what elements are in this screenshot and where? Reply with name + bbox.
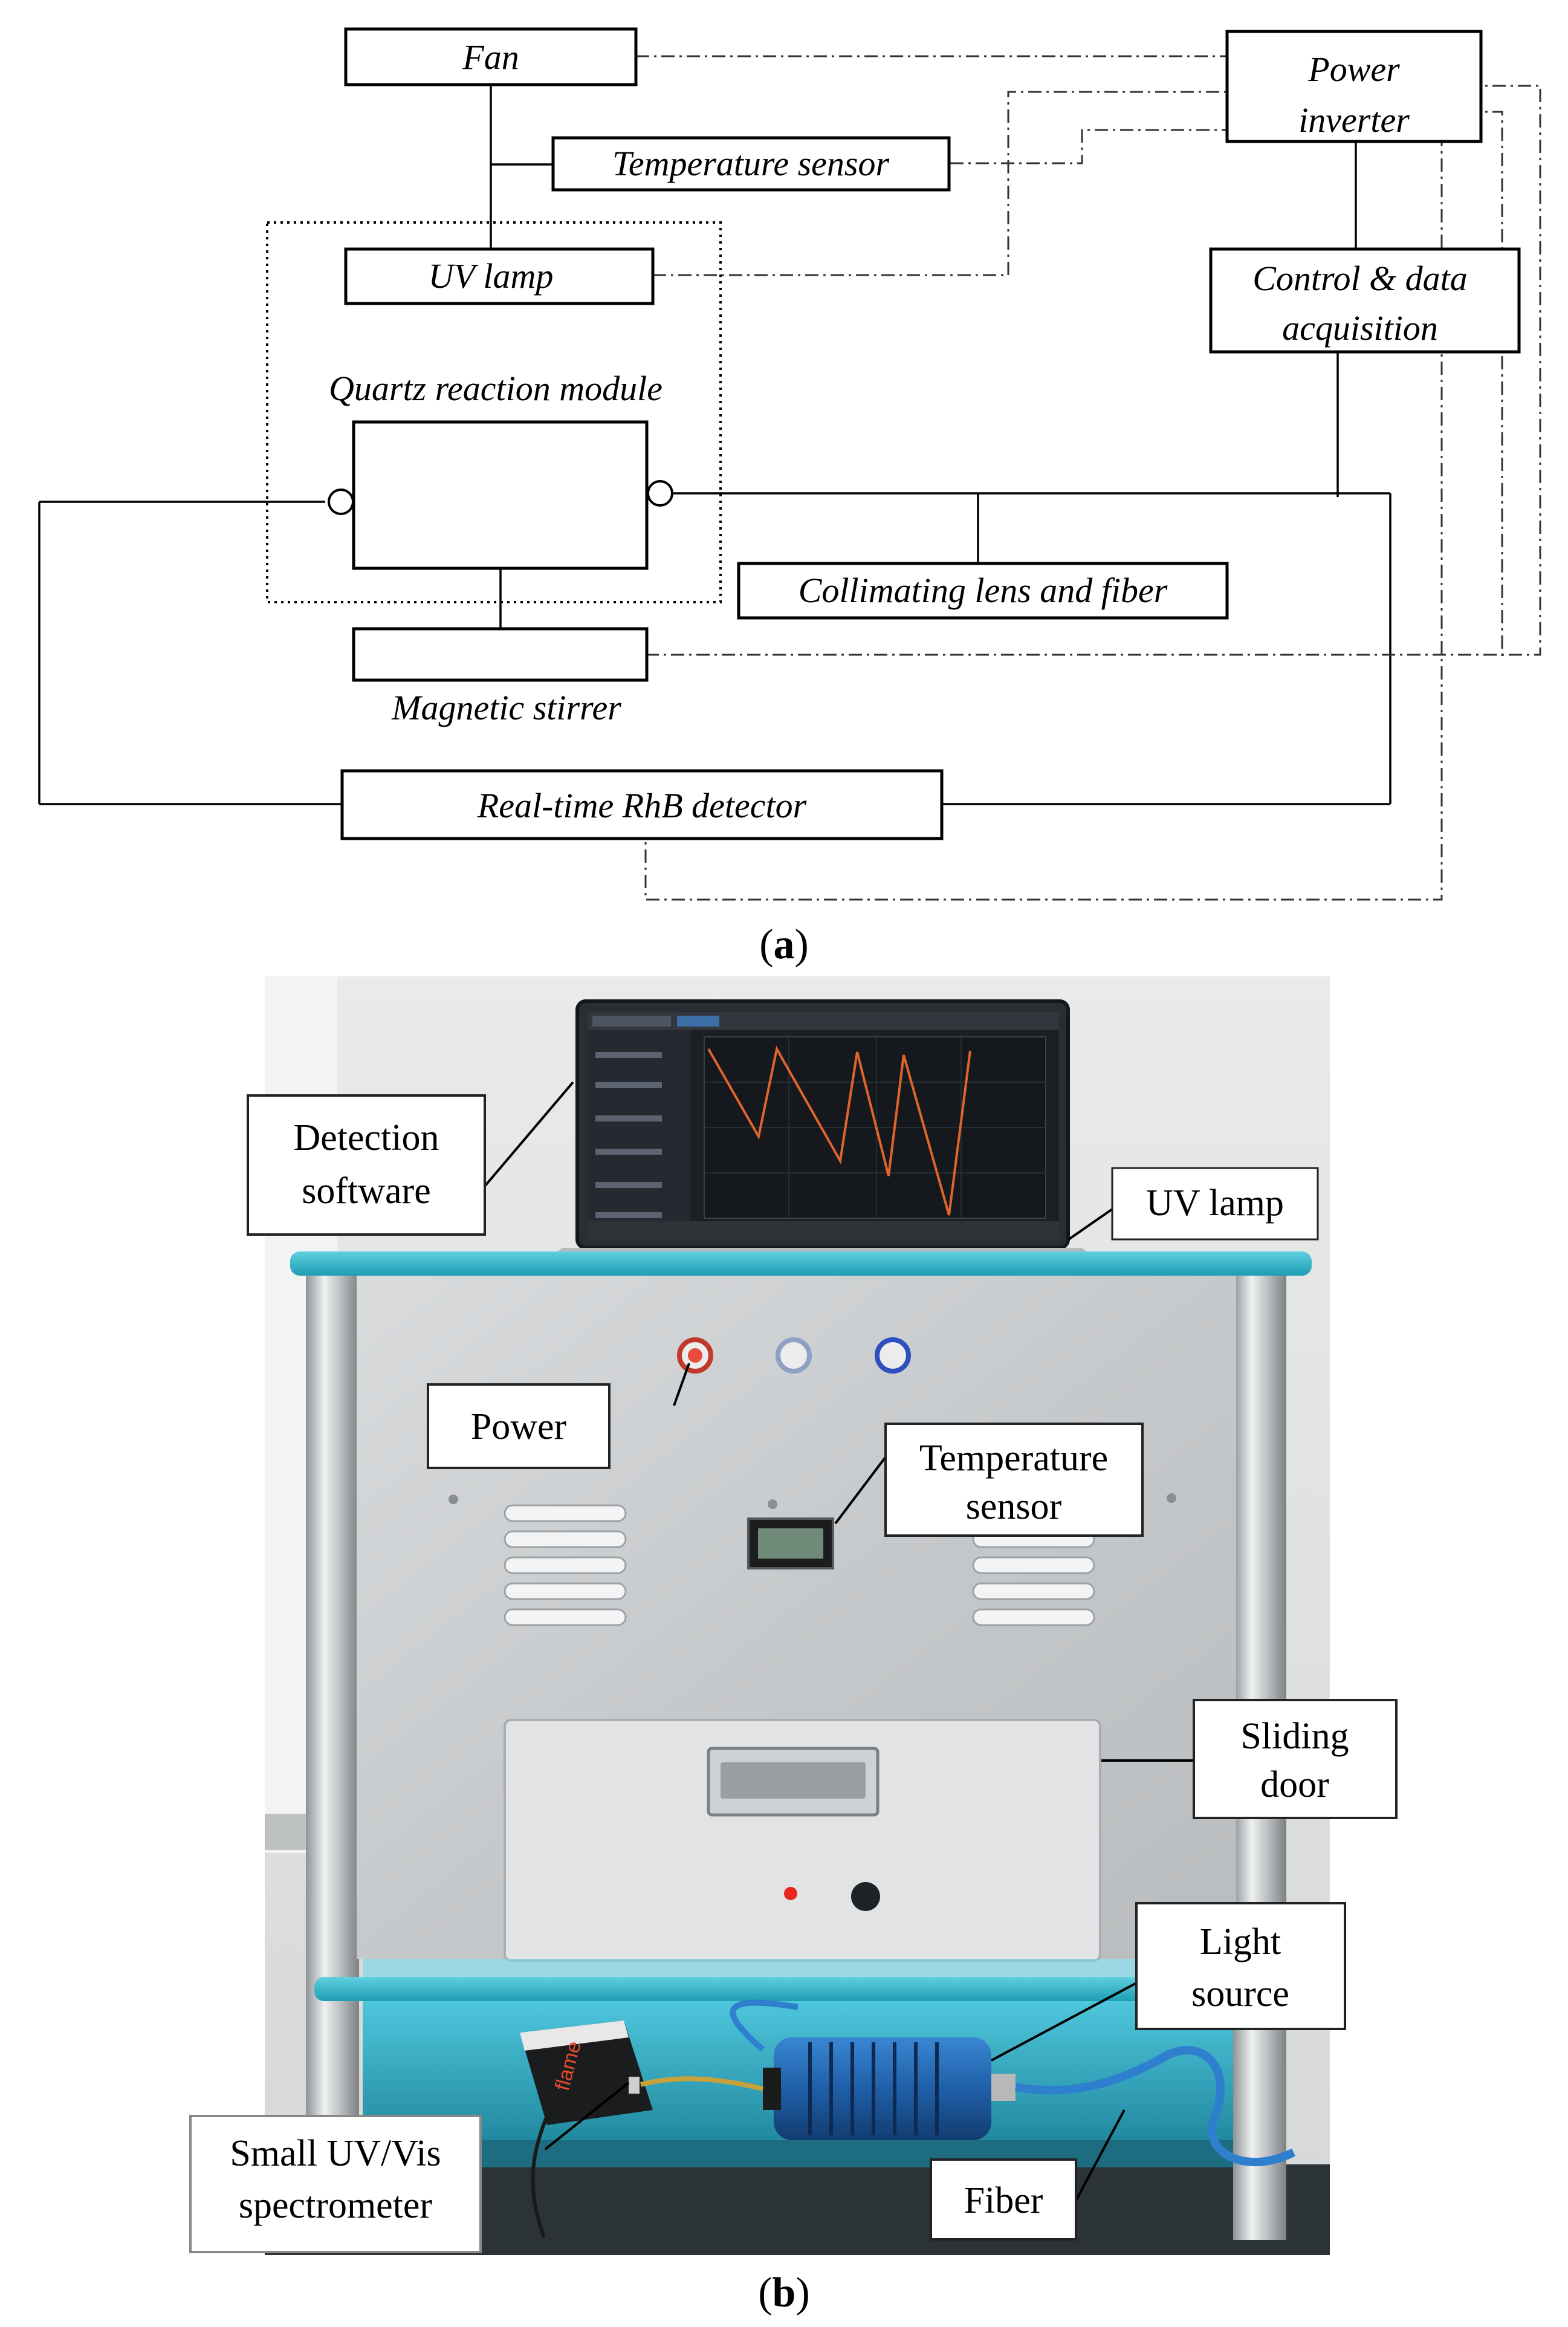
uv-lamp-label: UV lamp xyxy=(429,256,554,296)
svg-text:Power: Power xyxy=(471,1406,567,1447)
svg-text:Detection: Detection xyxy=(293,1117,439,1158)
callout-light-source: Light source xyxy=(1135,1902,1346,2030)
front-buttons xyxy=(677,1337,911,1374)
magnetic-stirrer-label: Magnetic stirrer xyxy=(391,688,621,727)
callout-leaders xyxy=(484,1081,1194,2201)
enclosure-dotted xyxy=(266,221,722,603)
left-vents xyxy=(504,1504,627,1626)
stirrer-knob[interactable] xyxy=(851,1882,880,1911)
magnetic-stirrer-box xyxy=(352,627,649,682)
callout-fiber: Fiber xyxy=(930,2158,1077,2241)
svg-text:Sliding: Sliding xyxy=(1240,1716,1349,1757)
callout-detection-software: Detection software xyxy=(247,1094,486,1236)
svg-text:Small UV/Vis: Small UV/Vis xyxy=(230,2133,441,2174)
caption-a: (a) xyxy=(759,921,809,968)
fan-label: Fan xyxy=(462,37,519,77)
laptop xyxy=(544,999,1100,1262)
quartz-module-label: Quartz reaction module xyxy=(329,369,663,408)
left-pole xyxy=(306,1261,359,2240)
svg-text:door: door xyxy=(1260,1764,1329,1805)
top-plate xyxy=(290,1251,1312,1276)
control-label-1: Control & data xyxy=(1252,259,1468,298)
spectrometer: flame xyxy=(520,2020,653,2125)
svg-text:software: software xyxy=(302,1170,430,1212)
callout-temperature-sensor: Temperature sensor xyxy=(884,1423,1144,1537)
collimating-label: Collimating lens and fiber xyxy=(799,571,1168,610)
middle-button[interactable] xyxy=(776,1337,812,1374)
callout-spectrometer: Small UV/Vis spectrometer xyxy=(189,2115,482,2253)
rhb-detector-label: Real-time RhB detector xyxy=(477,786,807,825)
fiber-cable xyxy=(1014,2046,1296,2166)
fan-box xyxy=(344,27,638,86)
svg-text:Light: Light xyxy=(1200,1921,1281,1962)
control-acquisition-box xyxy=(1209,247,1521,354)
callout-uv-lamp: UV lamp xyxy=(1111,1167,1319,1241)
rhb-detector-box xyxy=(340,769,944,840)
temperature-sensor-box xyxy=(551,136,951,192)
lamp-button[interactable] xyxy=(875,1337,911,1374)
power-inverter-label-2: inverter xyxy=(1298,100,1410,140)
caption-b: (b) xyxy=(758,2270,810,2316)
left-port xyxy=(328,488,354,515)
callout-power: Power xyxy=(427,1383,611,1469)
right-port xyxy=(647,480,673,507)
control-label-2: acquisition xyxy=(1282,308,1438,348)
callout-sliding-door: Sliding door xyxy=(1193,1699,1398,1819)
power-inverter-label-1: Power xyxy=(1307,50,1400,89)
svg-text:spectrometer: spectrometer xyxy=(239,2185,433,2226)
svg-text:sensor: sensor xyxy=(966,1486,1062,1527)
collimating-box xyxy=(737,562,1229,620)
power-inverter-box xyxy=(1225,30,1483,143)
svg-text:Fiber: Fiber xyxy=(964,2180,1043,2221)
schematic: Fan Power inverter Temperature sensor UV… xyxy=(38,27,1541,901)
decay-curve xyxy=(707,1045,971,1216)
uv-lamp-box xyxy=(344,247,655,305)
light-source xyxy=(763,2037,1016,2140)
solid-connections xyxy=(38,83,1391,805)
cable-outlet xyxy=(265,1814,307,1850)
callouts: Detection software UV lamp Power Tempera… xyxy=(189,1094,1398,2253)
svg-text:UV lamp: UV lamp xyxy=(1146,1183,1284,1224)
temperature-sensor-label: Temperature sensor xyxy=(612,144,890,183)
indicator-light xyxy=(784,1887,797,1900)
svg-text:source: source xyxy=(1191,1973,1289,2014)
svg-text:Temperature: Temperature xyxy=(919,1438,1108,1479)
bottom-plate xyxy=(314,1977,1281,2001)
quartz-module-box xyxy=(352,420,649,570)
